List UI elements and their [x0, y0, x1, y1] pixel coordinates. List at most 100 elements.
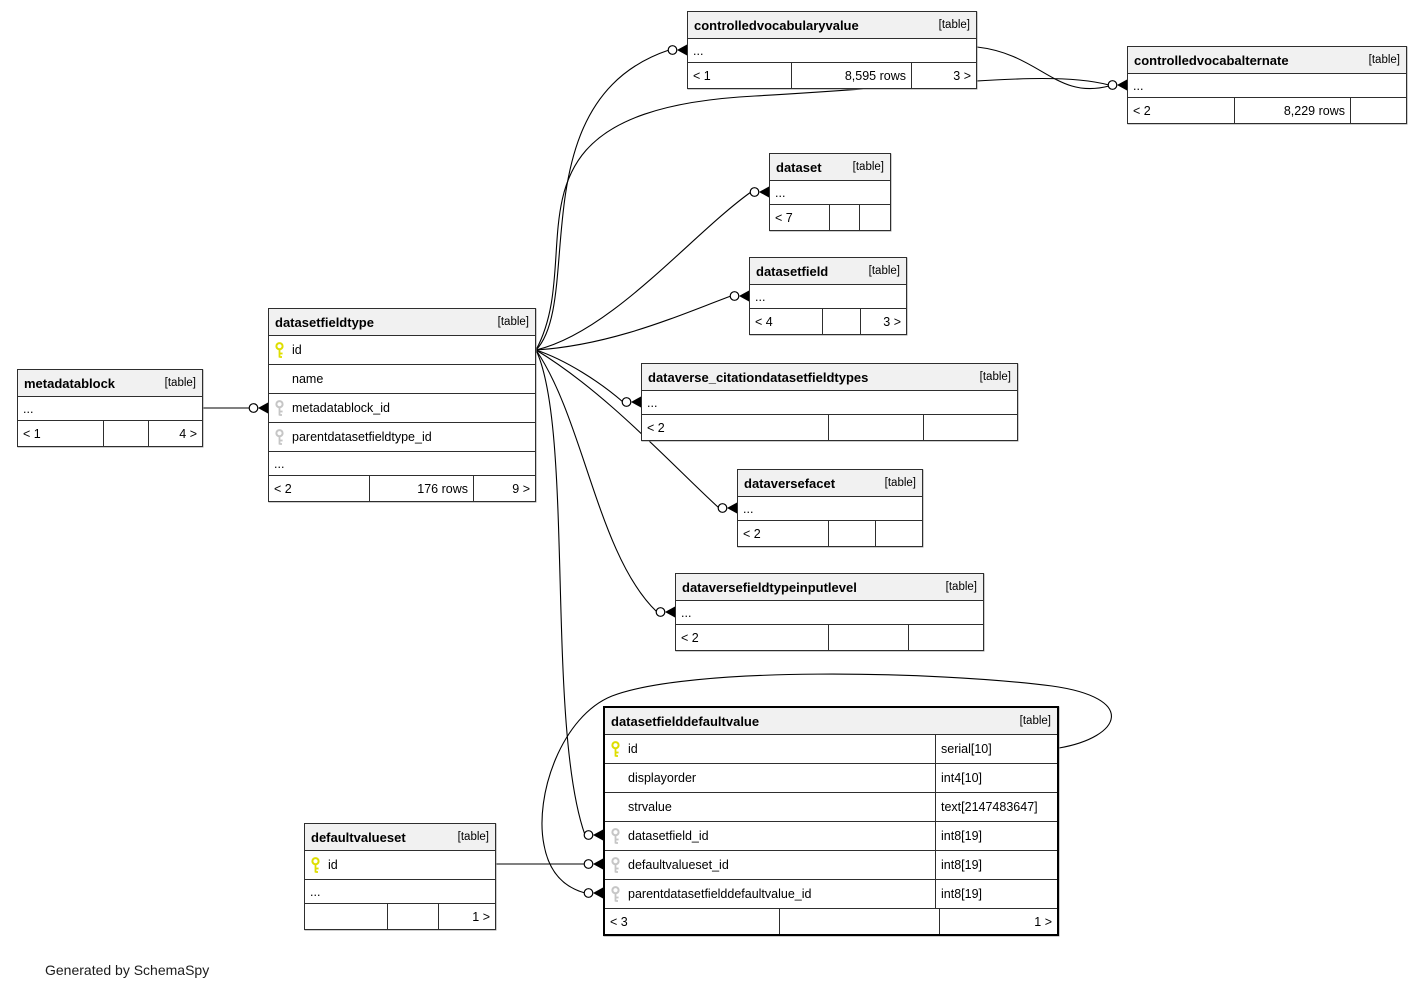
entity-type-tag: [table] — [497, 316, 529, 328]
hidden-columns-row: ... — [770, 181, 890, 205]
ellipsis-label: ... — [743, 501, 754, 516]
primary-key-icon-slot — [310, 856, 321, 874]
column-main-cell: id — [305, 851, 495, 879]
column-type-cell: int8[19] — [935, 880, 1057, 908]
column-type: int4[10] — [941, 771, 983, 785]
entity-header: controlledvocabalternate[table] — [1128, 47, 1406, 74]
column-name: datasetfield_id — [628, 829, 709, 843]
entity-type-tag: [table] — [868, 265, 900, 277]
zero-or-many-circle-icon — [583, 888, 594, 898]
footer-cell-start: < 2 — [743, 526, 761, 541]
entity-dataversefieldtypeinputlevel[interactable]: dataversefieldtypeinputlevel[table]...< … — [675, 573, 984, 651]
hidden-columns-row: ... — [305, 880, 495, 904]
fk-arrowhead-icon — [727, 502, 737, 514]
entity-name[interactable]: dataverse_citationdatasetfieldtypes — [648, 369, 869, 385]
footer-cell-end — [908, 625, 983, 650]
column-row: datasetfield_id int8[19] — [605, 822, 1057, 851]
entity-type-tag: [table] — [979, 371, 1011, 383]
footer-cell-end: 3 > — [860, 309, 906, 334]
entity-name[interactable]: defaultvalueset — [311, 829, 406, 845]
footer-cell-start — [305, 904, 387, 929]
fk-arrowhead-icon — [631, 396, 641, 408]
zero-or-many-circle-icon — [1107, 80, 1118, 90]
entity-name[interactable]: metadatablock — [24, 375, 116, 391]
fk-arrowhead-icon — [759, 186, 769, 198]
foreign-key-icon — [275, 428, 284, 445]
entity-header: dataset [table] — [770, 154, 890, 181]
column-main-cell: parentdatasetfielddefaultvalue_id — [605, 880, 935, 908]
zero-or-many-circle-icon — [729, 291, 740, 301]
entity-dataset[interactable]: dataset[table]...< 7 — [769, 153, 891, 231]
entity-name[interactable]: controlledvocabularyvalue — [694, 17, 859, 33]
column-main-cell: parentdatasetfieldtype_id — [269, 423, 535, 451]
entity-name[interactable]: datasetfield — [756, 263, 829, 279]
relationship-edge — [535, 349, 586, 836]
ellipsis-label: ... — [681, 605, 692, 620]
relationship-edge — [976, 46, 1110, 90]
footer-cell-mid — [779, 909, 939, 934]
footer-cell-mid — [828, 521, 875, 546]
foreign-key-icon-slot — [274, 399, 285, 417]
column-type-cell: int8[19] — [935, 851, 1057, 879]
fk-arrowhead-icon — [1117, 79, 1127, 91]
footer-cell-mid — [829, 205, 859, 230]
foreign-key-icon — [275, 399, 284, 416]
fk-arrowhead-icon — [665, 606, 675, 618]
entity-type-tag: [table] — [852, 161, 884, 173]
entity-type-tag: [table] — [1019, 715, 1051, 727]
entity-name[interactable]: dataset — [776, 159, 822, 175]
footer-cell-mid — [103, 421, 148, 446]
column-row: parentdatasetfieldtype_id — [269, 423, 535, 452]
entity-name[interactable]: controlledvocabalternate — [1134, 52, 1289, 68]
column-type: int8[19] — [941, 887, 983, 901]
entity-footer: < 2 — [738, 521, 922, 546]
footer-cell-mid — [828, 415, 923, 440]
footer-cell-mid: 8,229 rows — [1234, 98, 1350, 123]
fk-arrowhead-icon — [593, 887, 603, 899]
key-icon-slot — [274, 371, 285, 388]
column-name: strvalue — [628, 800, 672, 814]
relationship-edge — [535, 295, 732, 351]
hidden-columns-row: ... — [676, 601, 983, 625]
entity-header: dataversefieldtypeinputlevel[table] — [676, 574, 983, 601]
column-name: id — [328, 858, 338, 872]
key-icon-slot — [610, 799, 621, 816]
entity-name[interactable]: datasetfielddefaultvalue — [611, 713, 760, 729]
ellipsis-label: ... — [310, 884, 321, 899]
entity-defaultvalueset[interactable]: defaultvalueset[table]id...1 > — [304, 823, 496, 930]
zero-or-many-circle-icon — [621, 397, 632, 407]
column-type: int8[19] — [941, 829, 983, 843]
primary-key-icon-slot — [274, 341, 285, 359]
entity-name[interactable]: dataversefacet — [744, 475, 836, 491]
entity-dataversefacet[interactable]: dataversefacet[table]...< 2 — [737, 469, 923, 547]
entity-name[interactable]: dataversefieldtypeinputlevel — [682, 579, 857, 595]
foreign-key-icon — [611, 885, 620, 902]
column-name: parentdatasetfieldtype_id — [292, 430, 432, 444]
hidden-columns-row: ... — [269, 452, 535, 476]
entity-header: datasetfielddefaultvalue [table] — [605, 708, 1057, 735]
entity-name[interactable]: datasetfieldtype — [275, 314, 374, 330]
column-name: metadatablock_id — [292, 401, 390, 415]
zero-or-many-circle-icon — [583, 830, 594, 840]
footer-cell-mid — [822, 309, 860, 334]
footer-cell-end — [1350, 98, 1406, 123]
hidden-columns-row: ... — [750, 285, 906, 309]
column-type: serial[10] — [941, 742, 992, 756]
entity-type-tag: [table] — [938, 19, 970, 31]
entity-dataverse_citationdatasetfieldtypes[interactable]: dataverse_citationdatasetfieldtypes [tabl… — [641, 363, 1018, 441]
ellipsis-label: ... — [1133, 78, 1144, 93]
primary-key-icon — [275, 341, 284, 358]
column-type-cell: int8[19] — [935, 822, 1057, 850]
zero-or-many-circle-icon — [248, 403, 259, 413]
